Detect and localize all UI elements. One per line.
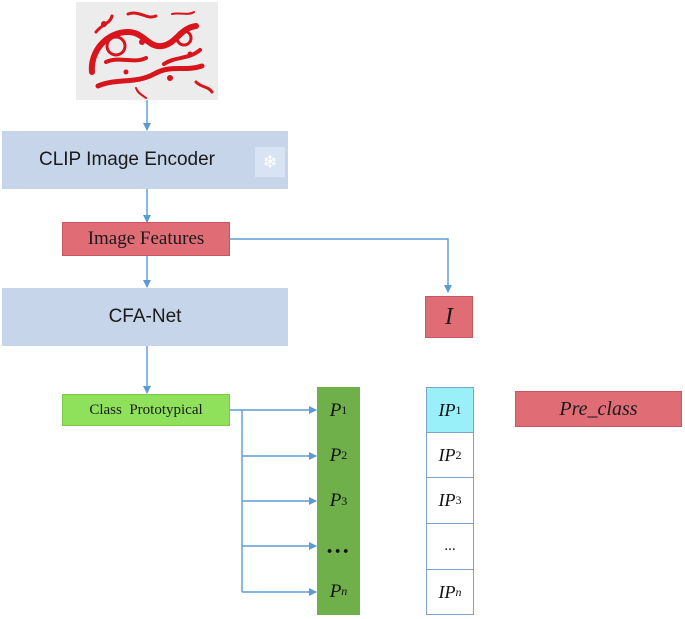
score-cell-3-base: IP <box>438 490 456 510</box>
features-label: Image Features <box>87 228 205 249</box>
pre-class-label: Pre_class <box>559 397 638 420</box>
prototype-cell-2-sub: 2 <box>341 448 348 462</box>
score-cell-1-sub: 1 <box>455 402 462 417</box>
prototype-cell-2-base: P <box>329 444 342 466</box>
prototype-cell-3-sub: 3 <box>341 493 348 508</box>
cfanet-block: CFA-Net <box>2 288 288 346</box>
image-features-block: Image Features <box>62 222 230 256</box>
score-cell-dots: ... <box>426 523 474 570</box>
prototype-cell-n-sub: n <box>341 584 348 598</box>
image-vector-label: I <box>445 303 453 330</box>
prototype-cell-dots-base: … <box>326 533 351 559</box>
clip-image-encoder-block: CLIP Image Encoder <box>2 131 288 189</box>
prototype-cell-1-sub: 1 <box>341 403 348 417</box>
arrow-features-to-i <box>230 238 452 293</box>
prototype-cell-n-base: P <box>329 580 342 602</box>
prototype-cell-1-base: P <box>329 399 342 421</box>
snowflake-icon: ❄ <box>255 147 285 177</box>
pre-class-block: Pre_class <box>515 391 682 427</box>
prototype-label: Class Prototypical <box>89 401 203 418</box>
input-image <box>76 2 218 100</box>
prototype-column <box>317 387 360 615</box>
score-cell-2-base: IP <box>438 444 456 465</box>
score-cell-2-sub: 2 <box>455 447 462 462</box>
prototype-cell-3-base: P <box>329 490 342 511</box>
score-cell-1-base: IP <box>438 399 456 420</box>
cfanet-label: CFA-Net <box>108 306 182 327</box>
class-prototypical-block: Class Prototypical <box>62 394 230 426</box>
score-cell-n-sub: n <box>455 584 462 599</box>
dragon-image <box>88 11 214 99</box>
score-cell-n-base: IP <box>438 581 456 602</box>
score-cell-3-sub: 3 <box>455 493 462 507</box>
image-vector-block: I <box>425 296 473 338</box>
prototype-cell-dots: … <box>317 524 360 569</box>
encoder-label: CLIP Image Encoder <box>38 149 216 170</box>
score-cell-dots-base: ... <box>444 538 456 554</box>
